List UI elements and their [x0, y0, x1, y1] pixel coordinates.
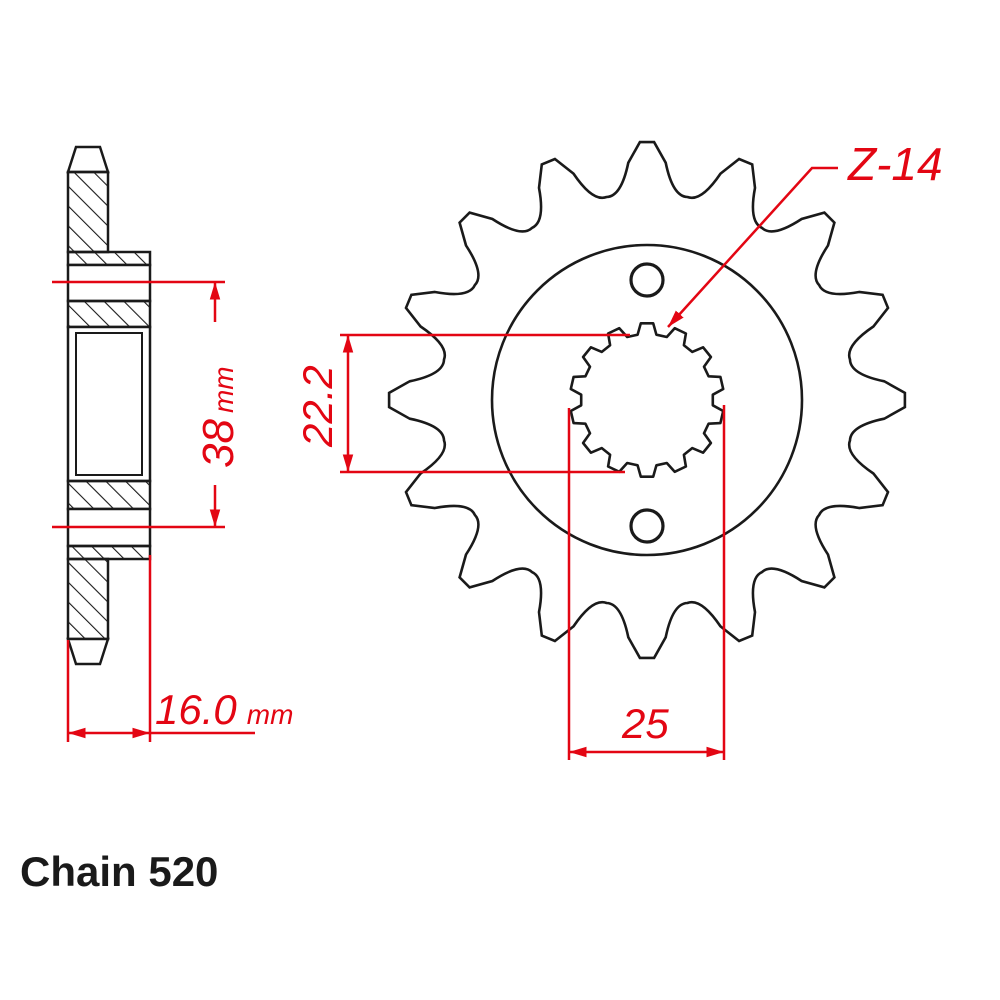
- front-view: [387, 140, 907, 660]
- spline-bore-outline: [569, 322, 725, 478]
- chain-size-caption: Chain 520: [20, 848, 219, 895]
- side-top-tooth-tip: [66, 145, 110, 174]
- bore-dimension-label: 38mm: [194, 366, 243, 468]
- side-bottom-plate: [66, 557, 110, 641]
- spline-major-dimension-label: 25: [621, 700, 669, 747]
- mounting-hole-top: [629, 262, 665, 298]
- side-bore: [66, 325, 152, 483]
- side-lower-bore-wall: [66, 479, 152, 511]
- hub-circle: [490, 243, 804, 557]
- side-top-hub: [66, 250, 152, 267]
- sprocket-outer-teeth-outline: [387, 140, 907, 660]
- side-view: [66, 145, 152, 666]
- spline-minor-dimension-label: 22.2: [294, 365, 341, 448]
- side-top-plate: [66, 170, 110, 254]
- front-dimensions: [340, 166, 838, 760]
- mounting-hole-bottom: [629, 508, 665, 544]
- spline-count-label: Z-14: [847, 138, 943, 190]
- side-upper-bore-wall: [66, 299, 152, 329]
- side-bottom-hub: [66, 544, 152, 561]
- side-bottom-tooth-tip: [66, 637, 110, 666]
- side-dimensions: [52, 280, 255, 742]
